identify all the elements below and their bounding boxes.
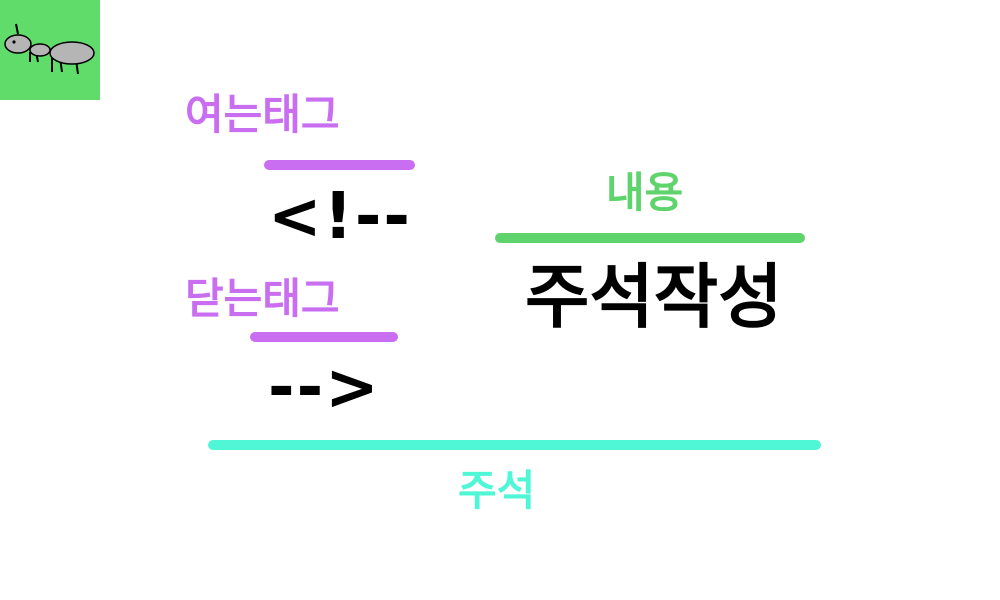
close-tag-underline — [250, 332, 398, 342]
open-tag-underline — [264, 160, 415, 170]
close-tag-label: 닫는태그 — [185, 274, 340, 323]
logo — [0, 0, 100, 100]
comment-underline — [208, 440, 821, 450]
open-tag-label: 여는태그 — [185, 90, 340, 139]
content-text: 주석작성 — [525, 256, 783, 338]
content-underline — [495, 233, 805, 243]
content-label: 내용 — [606, 168, 684, 217]
comment-label: 주석 — [458, 466, 536, 515]
open-tag-code: <!-- — [268, 180, 412, 254]
ant-icon — [4, 23, 95, 75]
close-tag-code: --> — [268, 351, 381, 425]
